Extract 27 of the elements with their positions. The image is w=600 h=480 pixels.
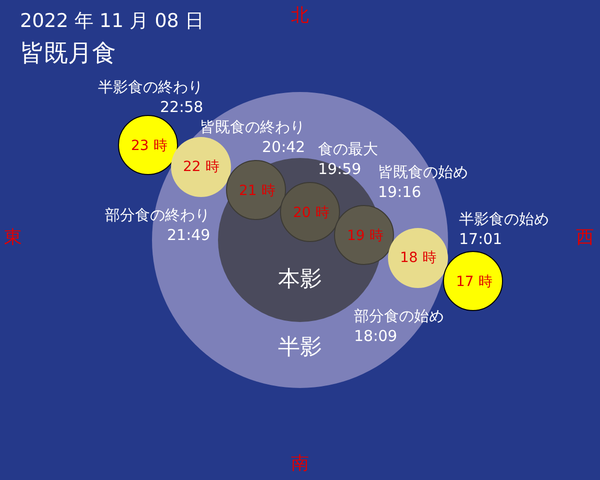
time-label: 20:42 xyxy=(262,138,306,157)
time-label: 19:16 xyxy=(378,183,422,202)
direction-label: 南 xyxy=(291,453,309,475)
event-label: 食の最大 xyxy=(318,140,378,159)
event-label: 部分食の始め xyxy=(354,307,444,326)
shadow-name: 本影 xyxy=(278,267,322,293)
hour-label: 22 時 xyxy=(183,158,220,176)
hour-label: 17 時 xyxy=(456,273,492,291)
hour-label: 21 時 xyxy=(239,182,276,200)
hour-label: 18 時 xyxy=(400,249,436,267)
time-label: 19:59 xyxy=(318,160,362,179)
direction-label: 西 xyxy=(576,227,594,249)
time-label: 17:01 xyxy=(459,230,502,249)
time-label: 21:49 xyxy=(167,226,210,245)
time-label: 18:09 xyxy=(354,327,398,346)
hour-label: 20 時 xyxy=(293,204,330,222)
direction-label: 北 xyxy=(291,5,309,27)
time-label: 22:58 xyxy=(160,98,204,117)
hour-label: 19 時 xyxy=(347,227,384,245)
direction-label: 東 xyxy=(4,227,22,249)
shadow-name: 半影 xyxy=(278,335,322,361)
date-heading: 2022 年 11 月 08 日 xyxy=(20,10,204,33)
hour-label: 23 時 xyxy=(131,137,168,155)
event-label: 半影食の終わり xyxy=(98,78,203,97)
event-label: 半影食の始め xyxy=(459,210,549,229)
title: 皆既月食 xyxy=(20,38,116,68)
event-label: 皆既食の終わり xyxy=(200,118,305,137)
